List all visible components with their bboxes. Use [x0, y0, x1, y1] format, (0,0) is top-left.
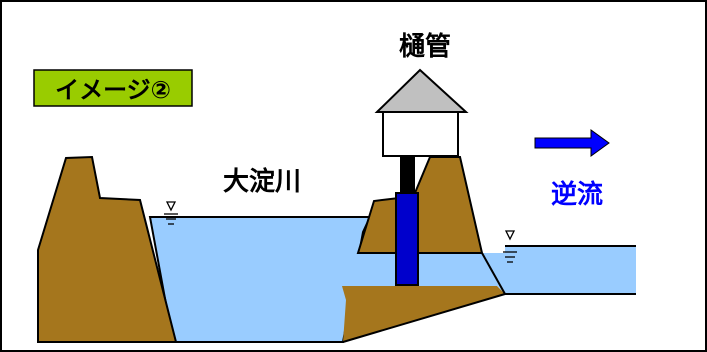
reverse-flow-arrow-icon: [534, 129, 610, 157]
left-levee: [37, 155, 178, 343]
gate-label: 樋管: [399, 32, 451, 62]
gate-house-roof: [374, 68, 469, 113]
flow-label: 逆流: [551, 179, 603, 210]
right-levee-lower: [342, 286, 505, 342]
gate-door: [395, 192, 419, 286]
gate-house: [382, 111, 459, 157]
title-badge: イメージ②: [55, 76, 171, 104]
water-level-mark-river: [164, 201, 178, 225]
river-label: 大淀川: [223, 166, 301, 197]
water-level-mark-outer: [503, 230, 517, 263]
gate-shaft: [400, 155, 415, 195]
river-water: [148, 216, 372, 343]
title-badge-box: [33, 69, 193, 107]
right-levee-upper: [356, 156, 484, 254]
